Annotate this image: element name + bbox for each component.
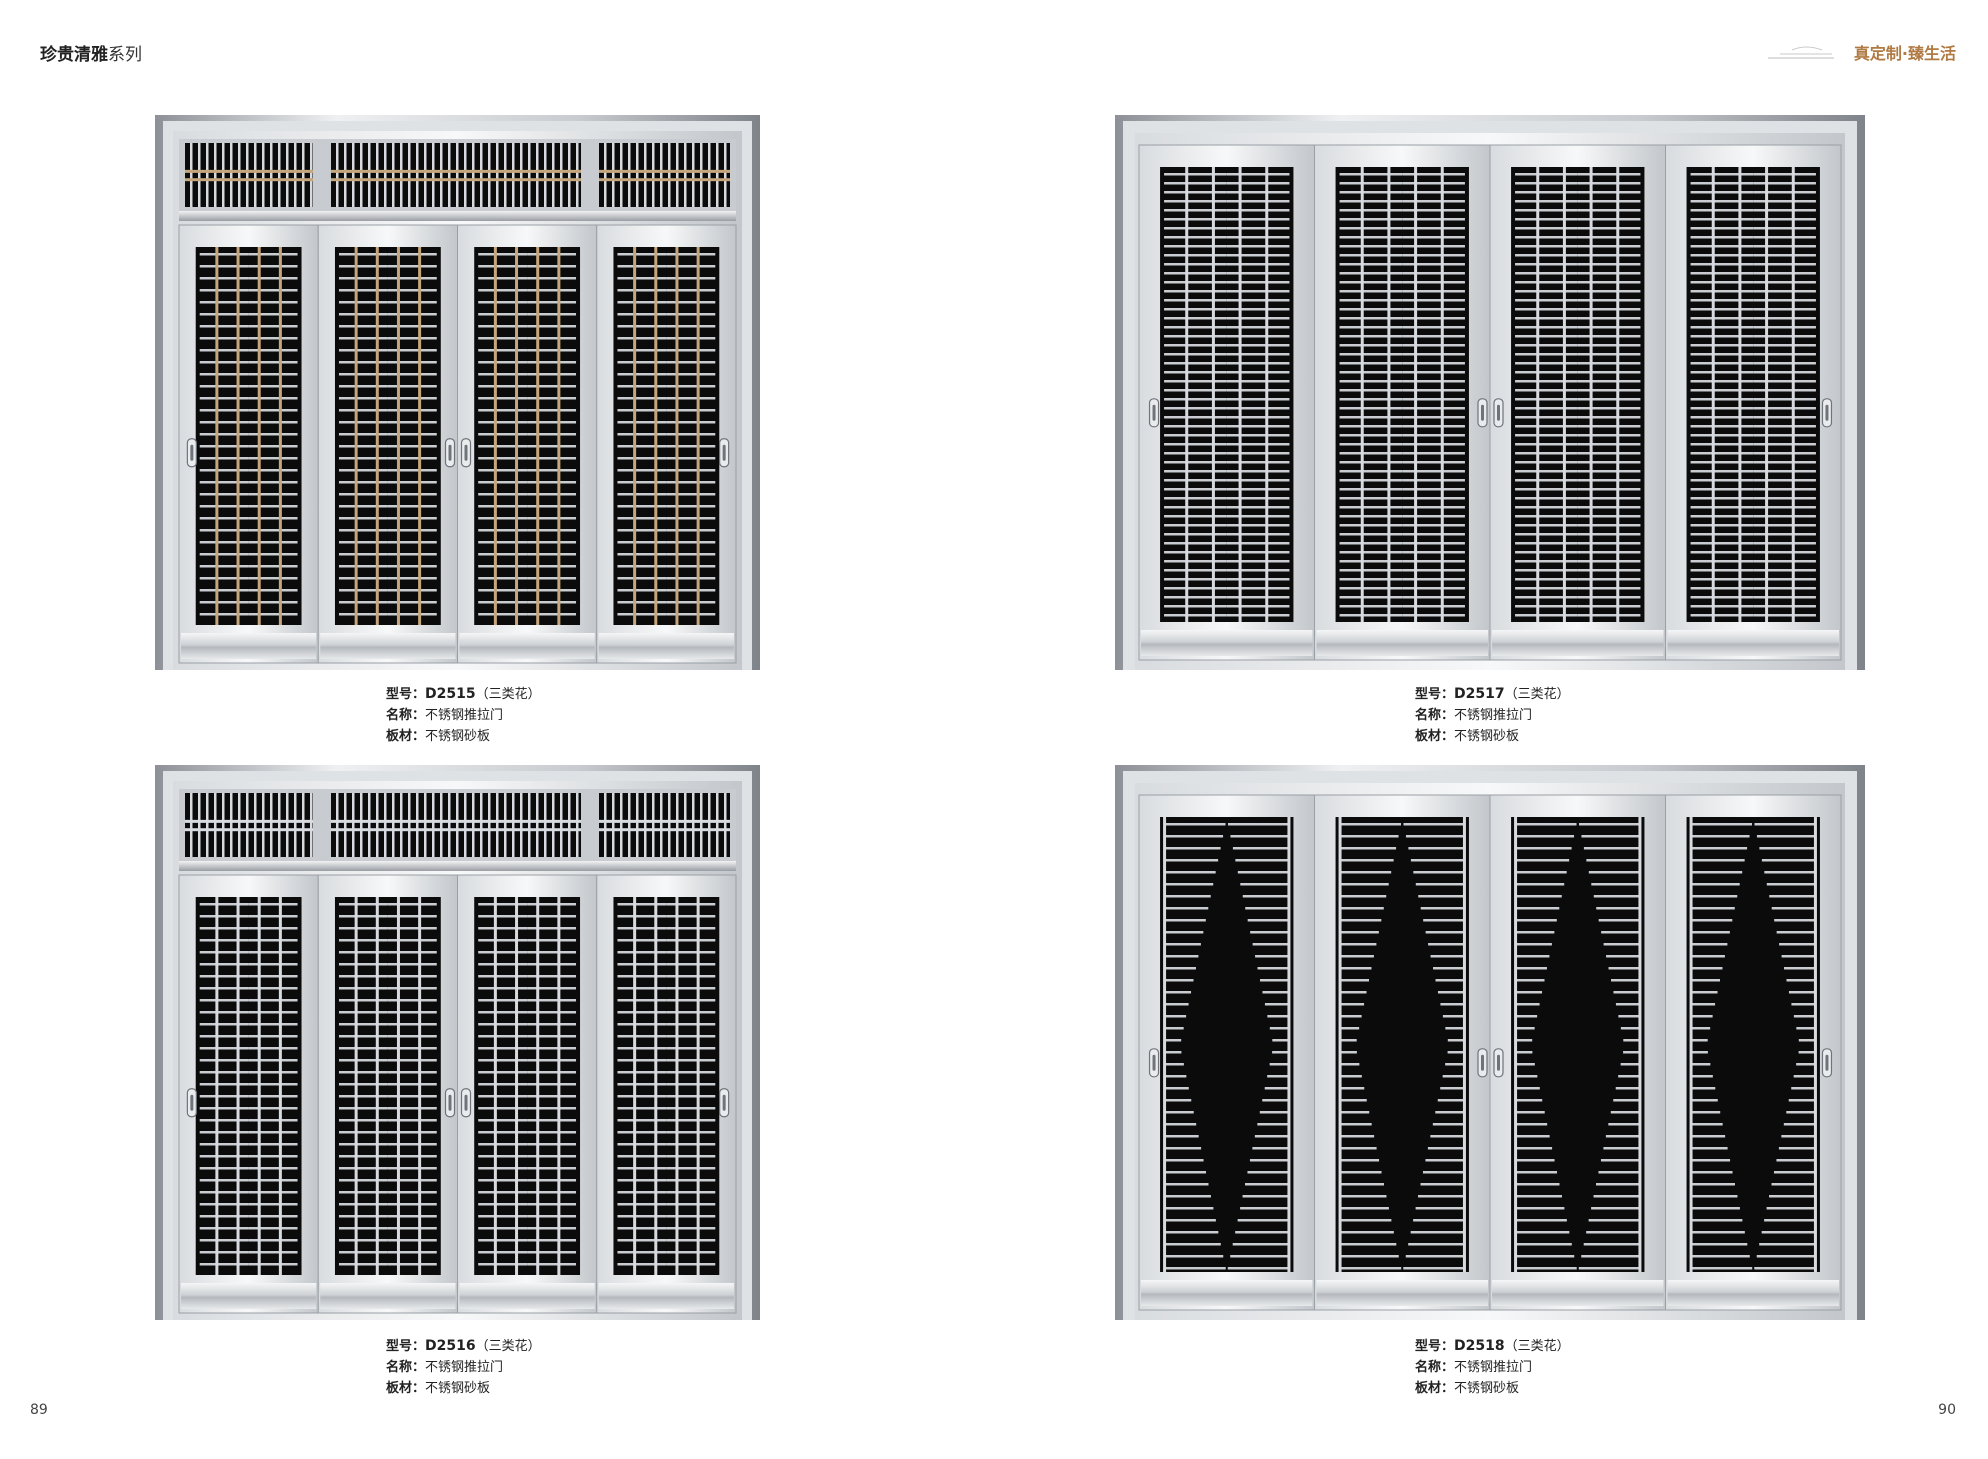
door-figure-d2517 <box>1115 115 1865 670</box>
caption-d2515: 型号：D2515（三类花） 名称：不锈钢推拉门 板材：不锈钢砂板 <box>386 686 541 744</box>
caption-d2518: 型号：D2518（三类花） 名称：不锈钢推拉门 板材：不锈钢砂板 <box>1415 1338 1570 1396</box>
door-figure-d2516 <box>155 765 760 1320</box>
page-number-right: 90 <box>1938 1402 1956 1418</box>
door-figure-d2515 <box>155 115 760 670</box>
door-figure-d2518 <box>1115 765 1865 1320</box>
brand-slogan: 真定制·臻生活 <box>1853 44 1956 63</box>
logo-lines-icon <box>1768 46 1834 59</box>
caption-d2516: 型号：D2516（三类花） 名称：不锈钢推拉门 板材：不锈钢砂板 <box>386 1338 541 1396</box>
page-number-left: 89 <box>30 1402 48 1418</box>
caption-d2517: 型号：D2517（三类花） 名称：不锈钢推拉门 板材：不锈钢砂板 <box>1415 686 1570 744</box>
series-title: 珍贵清雅系列 <box>40 45 142 65</box>
